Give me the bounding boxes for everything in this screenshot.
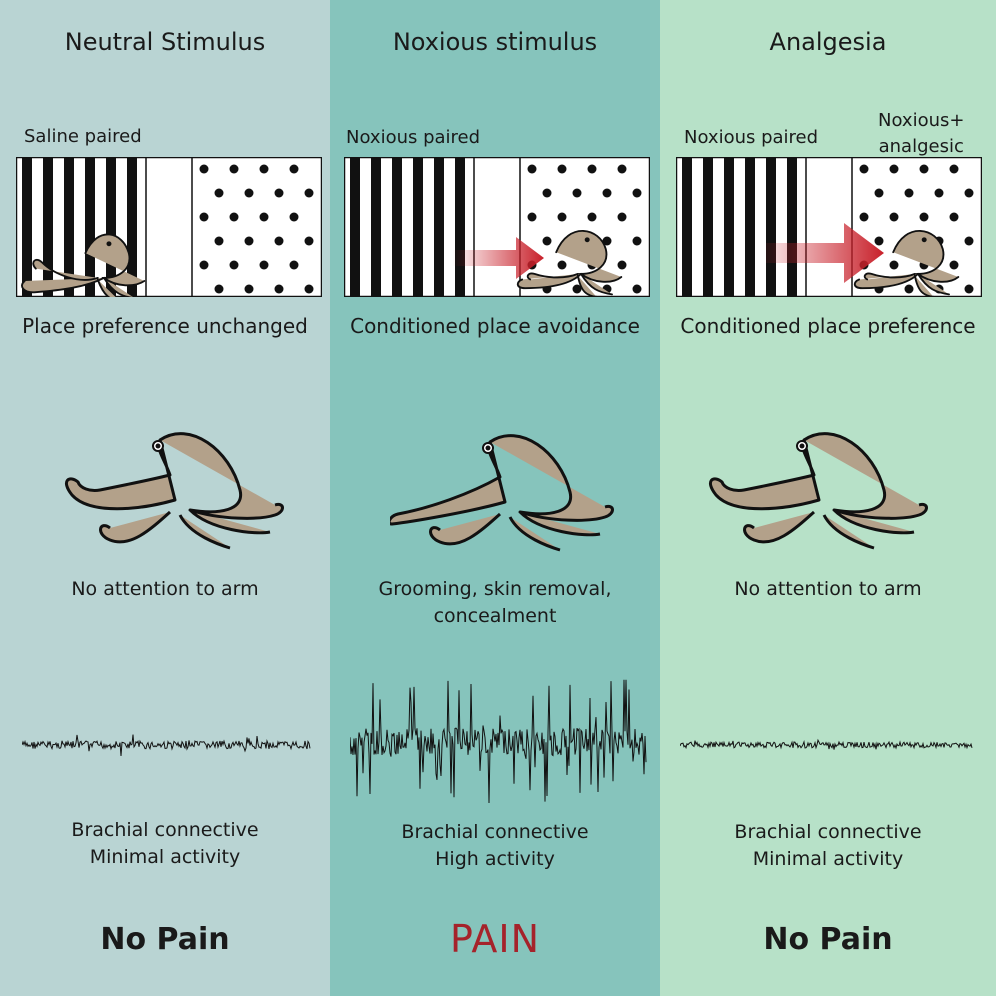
pattern-dot <box>934 188 944 198</box>
panel-analgesia: Analgesia Noxious paired Noxious+ analge… <box>660 0 996 996</box>
pattern-dot <box>632 236 642 246</box>
arrow-icon <box>452 237 544 279</box>
pattern-dot <box>214 236 224 246</box>
pattern-dot <box>602 236 612 246</box>
pattern-dot <box>949 212 959 222</box>
octopus-icon <box>21 233 146 297</box>
nerve-label: Brachial connective Minimal activity <box>734 821 922 870</box>
pattern-dot <box>274 188 284 198</box>
nerve-trace <box>350 679 647 804</box>
pattern-dot <box>304 236 314 246</box>
pattern-dot <box>244 284 254 294</box>
pattern-dot <box>244 188 254 198</box>
nerve-trace <box>22 734 311 757</box>
pattern-dot <box>904 188 914 198</box>
pattern-dot <box>617 212 627 222</box>
pattern-dot <box>557 164 567 174</box>
place-box <box>16 157 322 297</box>
panel-title: Analgesia <box>769 28 887 56</box>
pattern-dot <box>964 284 974 294</box>
pattern-dot <box>587 164 597 174</box>
pattern-dot <box>617 164 627 174</box>
nerve-trace <box>680 738 973 750</box>
place-result: Place preference unchanged <box>22 314 308 338</box>
pattern-dot <box>244 236 254 246</box>
panel-neutral: Neutral Stimulus Saline paired Place pre… <box>0 0 330 996</box>
pattern-dot <box>289 212 299 222</box>
pattern-dot <box>904 284 914 294</box>
pattern-dot <box>542 188 552 198</box>
pattern-dot <box>199 212 209 222</box>
pattern-dot <box>964 188 974 198</box>
pattern-dot <box>274 284 284 294</box>
pattern-dot <box>542 236 552 246</box>
nerve-label: Brachial connective Minimal activity <box>71 819 259 868</box>
pattern-dot <box>617 260 627 270</box>
pattern-dot <box>289 260 299 270</box>
pattern-dot <box>889 164 899 174</box>
pattern-dot <box>259 164 269 174</box>
pattern-dot <box>632 284 642 294</box>
verdict: PAIN <box>449 917 541 961</box>
pattern-dot <box>214 284 224 294</box>
pattern-dot <box>527 212 537 222</box>
panel-noxious: Noxious stimulus Noxious paired <box>330 0 660 996</box>
pattern-dot <box>572 284 582 294</box>
pattern-dot <box>557 260 567 270</box>
place-box <box>344 157 650 297</box>
pattern-dot <box>527 164 537 174</box>
pattern-dot <box>214 188 224 198</box>
nerve-label: Brachial connective High activity <box>401 821 589 870</box>
pattern-dot <box>274 236 284 246</box>
pattern-dot <box>602 188 612 198</box>
behavior-text: No attention to arm <box>71 578 259 600</box>
pattern-dot <box>199 164 209 174</box>
place-box <box>676 157 982 297</box>
pattern-dot <box>632 188 642 198</box>
octopus-icon <box>853 229 960 297</box>
box-label: Noxious paired <box>684 127 819 148</box>
pattern-dot <box>949 164 959 174</box>
box-label: Saline paired <box>24 126 142 147</box>
panel-title: Neutral Stimulus <box>64 28 266 56</box>
pattern-dot <box>229 260 239 270</box>
arrow-icon <box>766 223 884 283</box>
pattern-dot <box>259 212 269 222</box>
behavior-text: No attention to arm <box>734 578 922 600</box>
pattern-dot <box>859 212 869 222</box>
pattern-dot <box>859 164 869 174</box>
verdict: No Pain <box>763 922 893 957</box>
pattern-dot <box>919 212 929 222</box>
pattern-dot <box>304 284 314 294</box>
pattern-dot <box>874 236 884 246</box>
box-label: Noxious paired <box>346 127 481 148</box>
pattern-dot <box>557 212 567 222</box>
octopus-icon <box>65 432 284 550</box>
box-label: Noxious+ analgesic <box>878 110 965 157</box>
pattern-dot <box>199 260 209 270</box>
pattern-dot <box>259 260 269 270</box>
pattern-dot <box>587 212 597 222</box>
pattern-dot <box>229 164 239 174</box>
pattern-dot <box>289 164 299 174</box>
pattern-dot <box>919 164 929 174</box>
behavior-text: Grooming, skin removal, concealment <box>378 578 612 627</box>
place-result: Conditioned place avoidance <box>350 314 640 338</box>
octopus-icon <box>516 229 623 297</box>
pattern-dot <box>889 260 899 270</box>
octopus-icon <box>709 432 928 550</box>
pattern-dot <box>304 188 314 198</box>
pattern-dot <box>229 212 239 222</box>
octopus-icon <box>390 434 614 552</box>
panel-title: Noxious stimulus <box>392 28 598 56</box>
pattern-dot <box>949 260 959 270</box>
pattern-dot <box>889 212 899 222</box>
verdict: No Pain <box>100 922 230 957</box>
place-result: Conditioned place preference <box>680 314 976 338</box>
pattern-dot <box>874 188 884 198</box>
pattern-dot <box>572 188 582 198</box>
pattern-dot <box>964 236 974 246</box>
